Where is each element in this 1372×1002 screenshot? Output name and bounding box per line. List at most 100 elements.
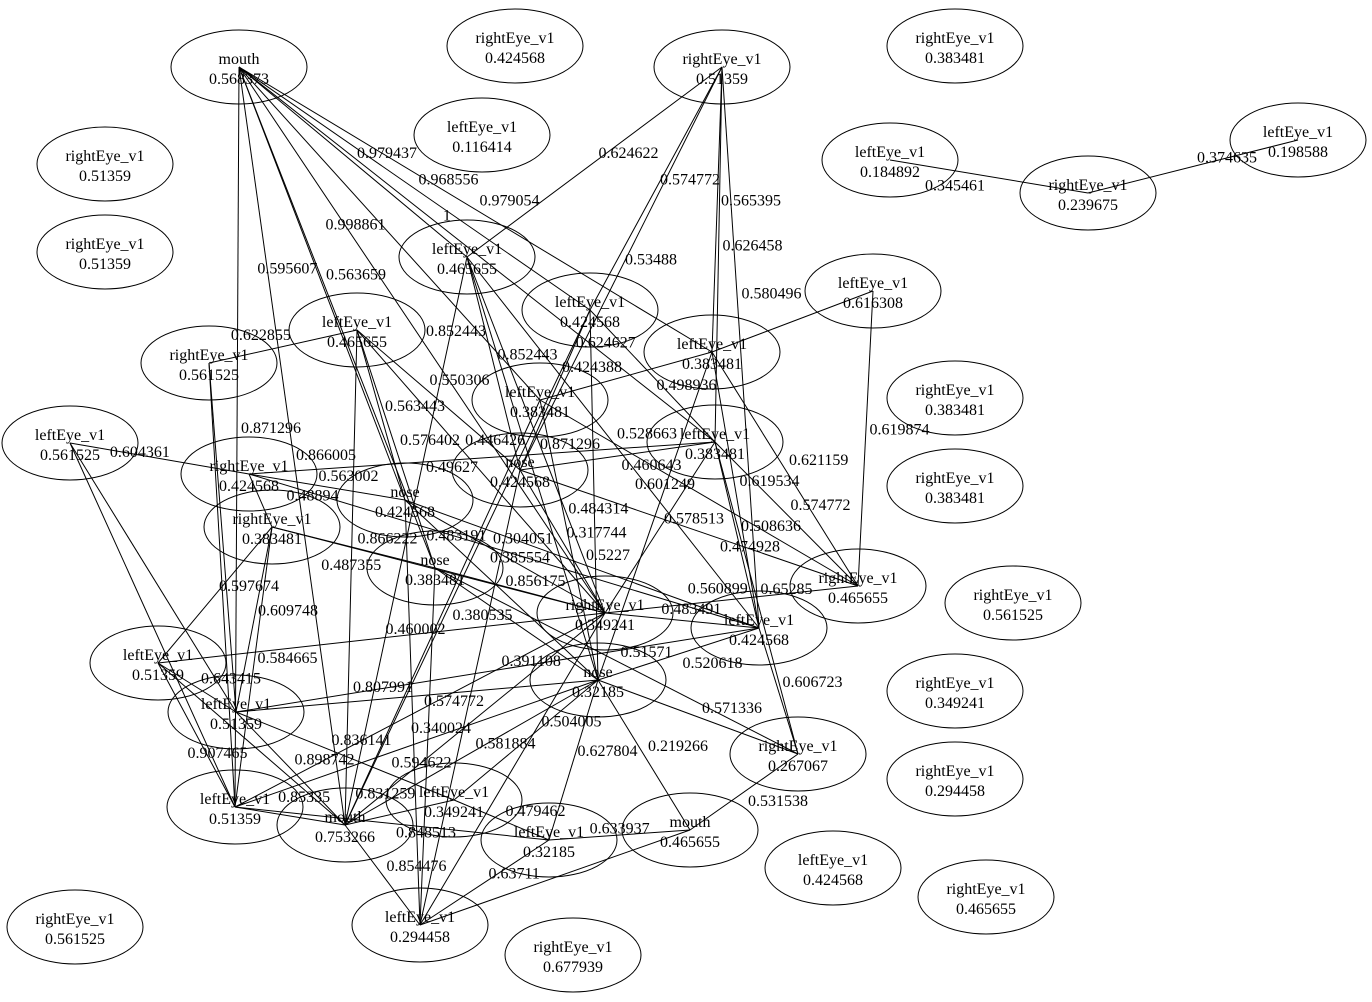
edge-line <box>419 469 521 926</box>
graph-node[interactable]: rightEye_v10.349241 <box>536 575 674 651</box>
edge-weight-label: 0.624627 <box>576 335 636 352</box>
graph-node[interactable]: rightEye_v10.561525 <box>140 325 278 401</box>
graph-node[interactable]: leftEye_v10.561525 <box>1 405 139 481</box>
graph-node[interactable]: leftEye_v10.198588 <box>1229 102 1367 178</box>
graph-node[interactable]: rightEye_v10.267067 <box>729 716 867 792</box>
graph-node[interactable]: rightEye_v10.383481 <box>203 489 341 565</box>
node-value: 0.239675 <box>1058 197 1118 214</box>
graph-node[interactable]: rightEye_v10.51359 <box>36 126 174 202</box>
edge-weight-label: 0.898742 <box>295 752 355 769</box>
node-value: 0.349241 <box>424 804 484 821</box>
node-label: leftEye_v1 <box>555 294 625 311</box>
graph-node[interactable]: rightEye_v10.561525 <box>944 565 1082 641</box>
node-ellipse <box>886 741 1024 817</box>
node-value: 0.198588 <box>1268 144 1328 161</box>
node-ellipse <box>690 590 828 666</box>
node-value: 0.294458 <box>390 929 450 946</box>
edge-line <box>238 66 716 443</box>
edge-weight-label: 0.51571 <box>621 644 673 661</box>
edge-weight-label: 0.48894 <box>287 488 339 505</box>
node-ellipse <box>804 253 942 329</box>
edge-weight-label: 0.601249 <box>635 476 695 493</box>
graph-node[interactable]: leftEye_v10.383481 <box>646 404 784 480</box>
node-ellipse <box>789 548 927 624</box>
graph-node[interactable]: leftEye_v10.51359 <box>89 625 227 701</box>
graph-node[interactable]: rightEye_v10.294458 <box>886 741 1024 817</box>
node-value: 0.51359 <box>79 256 131 273</box>
node-label: rightEye_v1 <box>682 51 761 68</box>
node-ellipse <box>276 787 414 863</box>
graph-node[interactable]: leftEye_v10.383481 <box>471 362 609 438</box>
node-label: leftEye_v1 <box>419 784 489 801</box>
edge-line <box>589 309 599 681</box>
edge-weight-label: 0.304051 <box>493 530 553 547</box>
edge-weight-label: 0.597674 <box>219 578 279 595</box>
graph-node[interactable]: rightEye_v10.349241 <box>886 653 1024 729</box>
node-label: rightEye_v1 <box>475 30 554 47</box>
graph-node[interactable]: rightEye_v10.424568 <box>180 436 318 512</box>
node-label: nose <box>390 484 419 501</box>
edge-weight-label: 0.621159 <box>789 452 848 469</box>
node-ellipse <box>167 674 305 750</box>
graph-node[interactable]: rightEye_v10.465655 <box>789 548 927 624</box>
node-value: 0.465655 <box>327 334 387 351</box>
graph-node[interactable]: leftEye_v1 0.465655 <box>288 292 426 368</box>
graph-node[interactable]: leftEye_v10.383481 <box>643 314 781 390</box>
graph-node[interactable]: rightEye_v10.383481 <box>886 360 1024 436</box>
edge-line <box>157 662 237 713</box>
node-label: rightEye_v1 <box>65 236 144 253</box>
edge-weight-label: 0.479462 <box>506 803 566 820</box>
node-ellipse <box>944 565 1082 641</box>
edge-line <box>711 290 874 353</box>
node-ellipse <box>413 97 551 173</box>
node-label: leftEye_v1 <box>447 119 517 136</box>
edge-weight-label: 0.852443 <box>498 347 558 364</box>
graph-node[interactable]: rightEye_v10.239675 <box>1019 155 1157 231</box>
graph-node[interactable]: rightEye_v10.383481 <box>886 8 1024 84</box>
graph-node[interactable]: rightEye_v10.424568 <box>446 8 584 84</box>
graph-node[interactable]: leftEye_v10.424568 <box>521 272 659 348</box>
graph-node[interactable]: leftEye_v10.51359 <box>166 769 304 845</box>
graph-node[interactable]: leftEye_v1 0.294458 <box>351 887 489 963</box>
node-label: rightEye_v1 <box>915 30 994 47</box>
graph-node[interactable]: rightEye_v10.561525 <box>6 889 144 965</box>
graph-node[interactable]: leftEye_v10.424568 <box>690 590 828 666</box>
graph-node[interactable]: leftEye_v10.465655 <box>398 219 536 295</box>
edge-line <box>356 329 436 569</box>
graph-node[interactable]: rightEye_v10.465655 <box>917 859 1055 935</box>
edge-line <box>238 66 468 258</box>
edge-line <box>466 256 606 614</box>
graph-node[interactable]: rightEye_v10.383481 <box>886 448 1024 524</box>
node-label: rightEye_v1 <box>533 939 612 956</box>
edge-line <box>344 824 421 926</box>
edge-weight-label: 0.65285 <box>761 581 813 598</box>
graph-node[interactable]: leftEye_v10.51359 <box>167 674 305 750</box>
node-value: 0.51359 <box>209 811 261 828</box>
node-label: leftEye_v1 <box>385 909 455 926</box>
node-value: 0.383481 <box>925 490 985 507</box>
edge-line <box>597 679 799 755</box>
graph-node[interactable]: rightEye_v10.677939 <box>504 917 642 993</box>
graph-node[interactable]: rightEye_v1 0.51359 <box>36 214 174 290</box>
graph-node[interactable]: leftEye_v10.616308 <box>804 253 942 329</box>
node-label: leftEye_v1 <box>677 336 747 353</box>
graph-node[interactable]: leftEye_v10.32185 <box>480 802 618 878</box>
graph-node[interactable]: leftEye_v10.184892 <box>821 122 959 198</box>
edge-weight-label: 0.595607 <box>257 260 317 277</box>
graph-node[interactable]: leftEye_v1 0.349241 <box>385 762 523 838</box>
graph-node[interactable]: leftEye_v10.116414 <box>413 97 551 173</box>
edge-line <box>235 627 760 713</box>
edge-line <box>597 627 760 681</box>
node-label: leftEye_v1 <box>432 241 502 258</box>
node-label: leftEye_v1 <box>322 314 392 331</box>
graph-node[interactable]: leftEye_v10.424568 <box>764 830 902 906</box>
edge-line <box>519 469 606 614</box>
graph-node[interactable]: rightEye_v10.51359 <box>653 29 791 105</box>
